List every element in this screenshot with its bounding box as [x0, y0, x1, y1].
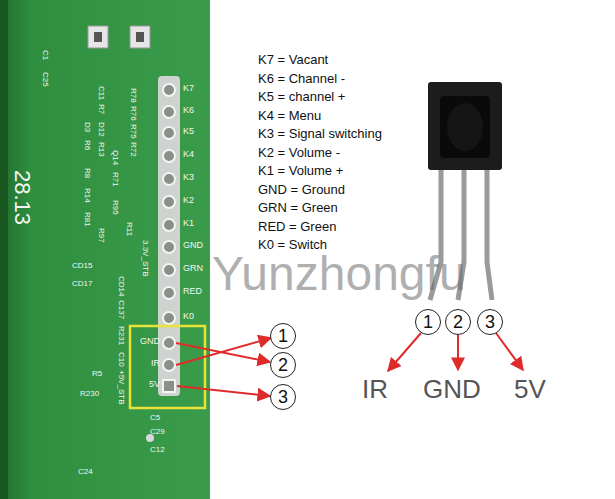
callout-circle: 3: [477, 309, 503, 335]
legend-note: GRN = Green: [258, 201, 338, 215]
silkscreen-text: R14: [82, 188, 91, 203]
solder-pad: [88, 26, 108, 48]
silkscreen-text: C10: [116, 352, 125, 367]
callout-number: 2: [278, 356, 288, 374]
silkscreen-text: C11: [96, 86, 105, 100]
pcb-edge: [0, 0, 8, 499]
callout-number: 1: [278, 327, 288, 345]
pin-name: GND: [423, 376, 481, 402]
legend-note: K4 = Menu: [258, 109, 321, 123]
pin-label: 5V: [149, 380, 160, 390]
silkscreen-text: R231: [116, 326, 125, 345]
silkscreen-text: R230: [80, 390, 99, 399]
silkscreen-text: C12: [150, 446, 165, 455]
pin-label: GRN: [183, 264, 203, 274]
silkscreen-text: R78: [128, 88, 137, 103]
silkscreen-text: CD15: [72, 262, 92, 271]
legend-note: GND = Ground: [258, 183, 345, 197]
silkscreen-text: R11: [124, 222, 133, 236]
pin-label: K5: [183, 127, 194, 137]
legend-note: K6 = Channel -: [258, 72, 345, 86]
silkscreen-text: C29: [150, 428, 165, 437]
callout-circle: 1: [270, 323, 296, 349]
silkscreen-text: C25: [40, 72, 49, 87]
pin-label: K0: [183, 312, 194, 322]
legend-note: K3 = Signal switching: [258, 127, 382, 141]
pad-hole: [94, 32, 102, 42]
legend-note: RED = Green: [258, 220, 336, 234]
silkscreen-text: C24: [78, 468, 93, 477]
callout-number: 3: [278, 388, 288, 406]
callout-number: 1: [423, 313, 433, 331]
silkscreen-text: R75: [128, 124, 137, 139]
pin-header: [158, 76, 180, 396]
callout-circle: 2: [445, 309, 471, 335]
silkscreen-text: R76: [128, 106, 137, 121]
silkscreen-text: R95: [110, 200, 119, 215]
pad-hole: [136, 32, 144, 42]
silkscreen-text: D3: [82, 122, 91, 132]
silkscreen-text: 28.13: [10, 170, 34, 225]
solder-pad: [130, 26, 150, 48]
legend-note: K1 = Volume +: [258, 164, 343, 178]
silkscreen-text: R72: [128, 142, 137, 157]
silkscreen-text: R97: [96, 228, 105, 243]
pin-label: K3: [183, 173, 194, 183]
pin-name: 5V: [514, 376, 546, 402]
pin-arrows: [388, 333, 523, 371]
silkscreen-text: R5: [92, 370, 102, 379]
silkscreen-text: CD17: [72, 280, 92, 289]
pin-label: K4: [183, 150, 194, 160]
pin-holes: [163, 84, 175, 392]
silkscreen-text: R81: [82, 212, 91, 227]
callout-number: 3: [485, 313, 495, 331]
silkscreen-text: D12: [96, 122, 105, 137]
callout-number: 2: [453, 313, 463, 331]
silkscreen-text: CD14: [116, 276, 125, 296]
pin-name: IR: [362, 376, 388, 402]
silkscreen-text: R13: [96, 142, 105, 157]
callout-circle: 2: [270, 352, 296, 378]
legend-note: K7 = Vacant: [258, 53, 328, 67]
silkscreen-text: Q14: [110, 150, 119, 165]
silkscreen-text: 3.3V_STB: [140, 240, 149, 276]
callout-circle: 1: [415, 309, 441, 335]
callout-circle: 3: [270, 384, 296, 410]
silkscreen-text: R6: [82, 140, 91, 150]
pcb-board: [0, 0, 210, 499]
silkscreen-text: R71: [110, 172, 119, 187]
silkscreen-text: +5V_STB: [116, 370, 125, 404]
legend-note: K2 = Volume -: [258, 146, 340, 160]
pin-label: IR: [151, 359, 160, 369]
pin-label: K7: [183, 84, 194, 94]
pin-label: K6: [183, 106, 194, 116]
watermark: Yunzhongfu: [212, 250, 466, 298]
pin-label: K2: [183, 196, 194, 206]
silkscreen-text: C137: [116, 300, 125, 319]
pin-label: K1: [183, 219, 194, 229]
silkscreen-text: C5: [150, 414, 160, 423]
legend-note: K5 = channel +: [258, 90, 345, 104]
highlight-box: [130, 326, 205, 408]
silkscreen-text: C1: [40, 50, 49, 60]
pin-label: GND: [183, 241, 203, 251]
pin-arrows: [176, 338, 271, 396]
silkscreen-text: R8: [82, 168, 91, 178]
pin-label: RED: [183, 287, 202, 297]
pin-label: GND: [140, 337, 160, 347]
silkscreen-text: R7: [96, 104, 105, 114]
